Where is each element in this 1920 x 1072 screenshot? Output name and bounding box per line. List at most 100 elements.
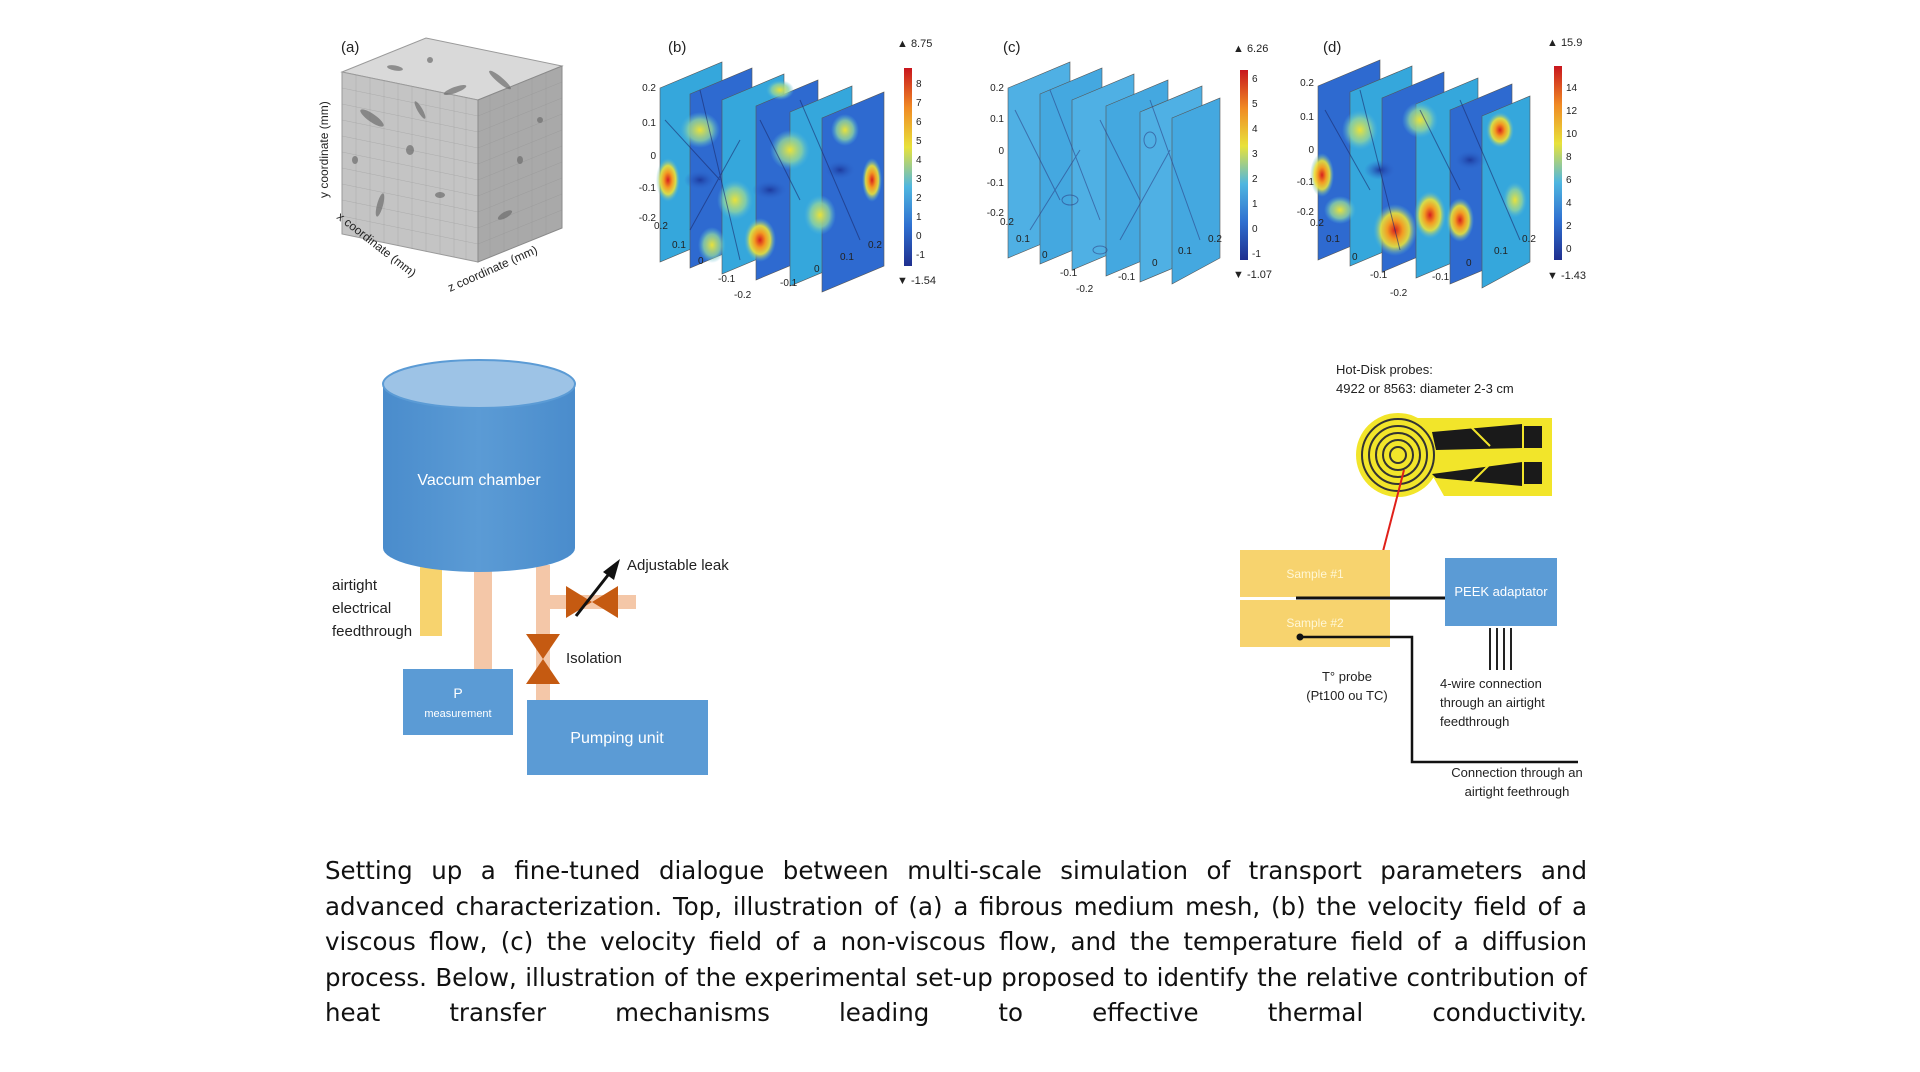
panel-c-right-ticks: 0.2 0.1 0 -0.1 [1118, 234, 1222, 283]
four-wire-label-2: through an airtight [1440, 695, 1545, 710]
cube-fibers [352, 57, 543, 220]
p-label: P [453, 685, 462, 701]
svg-text:-0.2: -0.2 [987, 208, 1005, 219]
svg-text:-0.1: -0.1 [780, 278, 798, 289]
feedthrough-label-2: electrical [332, 600, 391, 617]
vacuum-chamber: Vaccum chamber [382, 359, 576, 572]
hotdisk-probes-title: Hot-Disk probes: [1336, 362, 1433, 377]
svg-text:0: 0 [814, 264, 820, 275]
svg-text:-0.1: -0.1 [639, 183, 657, 194]
svg-text:0.1: 0.1 [1016, 234, 1030, 245]
sample-1-label: Sample #1 [1286, 567, 1344, 581]
panel-c-nonviscous-flow: (c) 0.2 0.1 0 -0.1 -0.2 0.2 0.1 0 [987, 39, 1272, 295]
measurement-label: measurement [424, 708, 491, 720]
four-wire-label-3: feedthrough [1440, 714, 1509, 729]
panel-c-min: ▼ -1.07 [1233, 269, 1272, 281]
svg-text:0: 0 [1566, 244, 1572, 255]
svg-text:0: 0 [1308, 145, 1314, 156]
panel-b-label: (b) [668, 39, 686, 56]
sample-2-box [1240, 600, 1390, 647]
svg-text:8: 8 [916, 79, 922, 90]
svg-text:7: 7 [916, 98, 922, 109]
pumping-unit-box: Pumping unit [527, 700, 708, 775]
svg-text:4: 4 [916, 155, 922, 166]
t-probe-wire [1300, 635, 1578, 764]
isolation-label: Isolation [566, 650, 622, 667]
panel-b-bottom-ticks: 0.2 0.1 0 -0.1 -0.2 [654, 221, 752, 301]
svg-text:0.2: 0.2 [1208, 234, 1222, 245]
svg-text:0: 0 [998, 146, 1004, 157]
svg-text:6: 6 [1566, 175, 1572, 186]
svg-text:0: 0 [1042, 250, 1048, 261]
peek-adaptator-label: PEEK adaptator [1454, 584, 1548, 599]
svg-text:0.2: 0.2 [654, 221, 668, 232]
p-measurement-box: P measurement [403, 669, 513, 735]
vacuum-chamber-label: Vaccum chamber [417, 472, 541, 489]
svg-text:-0.1: -0.1 [1432, 272, 1450, 283]
svg-text:0.1: 0.1 [990, 114, 1004, 125]
panel-d-colorbar: ▲ 15.9 ▼ -1.43 14 12 10 8 6 4 2 0 [1547, 37, 1586, 282]
svg-text:0: 0 [1252, 224, 1258, 235]
pipe-to-p-measurement [474, 565, 492, 671]
panel-b-colorbar: ▲ 8.75 ▼ -1.54 8 7 6 5 4 3 2 1 0 -1 [897, 38, 936, 287]
svg-text:5: 5 [916, 136, 922, 147]
svg-text:-0.2: -0.2 [639, 213, 657, 224]
sample-2-label: Sample #2 [1286, 616, 1344, 630]
panel-b-hotspots [656, 80, 882, 263]
svg-text:-0.2: -0.2 [734, 290, 752, 301]
panel-d-min: ▼ -1.43 [1547, 270, 1586, 282]
svg-text:0.1: 0.1 [1326, 234, 1340, 245]
y-axis-label: y coordinate (mm) [317, 101, 331, 198]
svg-text:-0.1: -0.1 [1297, 177, 1315, 188]
connection-label-1: Connection through an [1451, 765, 1583, 780]
panel-c-label: (c) [1003, 39, 1021, 56]
svg-text:2: 2 [916, 193, 922, 204]
svg-text:-0.1: -0.1 [1118, 272, 1136, 283]
feedthrough-label-1: airtight [332, 577, 378, 594]
svg-text:10: 10 [1566, 129, 1578, 140]
svg-text:1: 1 [916, 212, 922, 223]
svg-text:-0.1: -0.1 [718, 274, 736, 285]
svg-text:8: 8 [1566, 152, 1572, 163]
panel-c-colorbar: ▲ 6.26 ▼ -1.07 6 5 4 3 2 1 0 -1 [1233, 43, 1272, 281]
t-probe-label-1: T° probe [1322, 669, 1372, 684]
t-probe-label-2: (Pt100 ou TC) [1306, 688, 1387, 703]
four-wire-connection [1489, 628, 1512, 670]
svg-text:-1: -1 [916, 250, 925, 261]
panel-c-slices [1007, 61, 1221, 285]
svg-text:6: 6 [916, 117, 922, 128]
svg-text:2: 2 [1252, 174, 1258, 185]
sample-1-box [1240, 550, 1390, 597]
panel-c-max: ▲ 6.26 [1233, 43, 1268, 55]
feedthrough-label-3: feedthrough [332, 623, 412, 640]
panel-c-y-ticks: 0.2 0.1 0 -0.1 -0.2 [987, 83, 1005, 219]
panel-a-label: (a) [341, 39, 359, 56]
svg-text:0.2: 0.2 [990, 83, 1004, 94]
svg-text:4: 4 [1566, 198, 1572, 209]
svg-text:3: 3 [1252, 149, 1258, 160]
adjustable-leak-label: Adjustable leak [627, 557, 729, 574]
panel-c-bottom-ticks: 0.2 0.1 0 -0.1 -0.2 [1000, 217, 1094, 295]
svg-text:0: 0 [698, 256, 704, 267]
svg-text:0.2: 0.2 [1522, 234, 1536, 245]
hotdisk-probe-icon [1356, 413, 1552, 497]
panel-b-right-ticks: 0.2 0.1 0 -0.1 [780, 240, 882, 289]
svg-text:-1: -1 [1252, 249, 1261, 260]
svg-text:-0.1: -0.1 [1060, 268, 1078, 279]
figure-caption: Setting up a fine-tuned dialogue between… [325, 856, 1587, 1027]
panel-b-y-ticks: 0.2 0.1 0 -0.1 -0.2 [639, 83, 657, 224]
svg-text:-0.1: -0.1 [987, 178, 1005, 189]
svg-text:3: 3 [916, 174, 922, 185]
four-wire-label-1: 4-wire connection [1440, 676, 1542, 691]
svg-text:-0.2: -0.2 [1390, 288, 1408, 299]
isolation-valve-icon [526, 634, 560, 684]
panel-b-max: ▲ 8.75 [897, 38, 932, 50]
svg-text:0: 0 [1152, 258, 1158, 269]
electrical-feedthrough [420, 565, 442, 636]
panel-a-mesh-cube: (a) y coordinate (mm) x coordinate (mm [317, 37, 564, 295]
hotdisk-setup-diagram: Hot-Disk probes: 4922 or 8563: diameter … [1240, 362, 1583, 799]
svg-text:0: 0 [650, 151, 656, 162]
svg-text:0.1: 0.1 [840, 252, 854, 263]
t-probe-tip [1296, 633, 1304, 641]
